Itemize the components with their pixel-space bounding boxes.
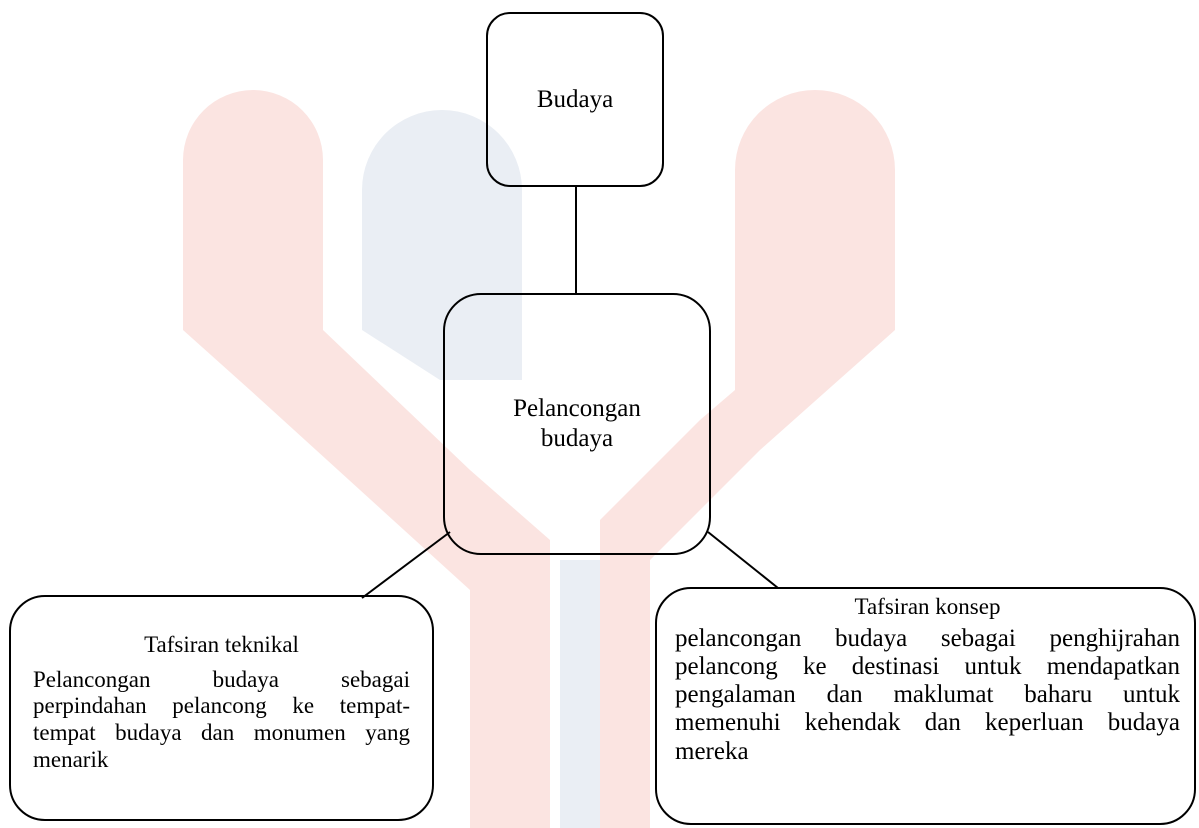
tafsiran-teknikal-heading: Tafsiran teknikal bbox=[144, 632, 299, 657]
connector-pelancongan-to-teknikal bbox=[361, 531, 451, 599]
tafsiran-konsep-heading: Tafsiran konsep bbox=[854, 594, 1001, 619]
budaya-label: Budaya bbox=[536, 85, 614, 113]
tafsiran-konsep-body: pelancongan budaya sebagai penghijrahan … bbox=[675, 624, 1180, 765]
tafsiran-teknikal-node: Tafsiran teknikal Pelancongan budaya seb… bbox=[9, 595, 434, 821]
pelancongan-budaya-node: Pelancongan budaya bbox=[443, 293, 711, 555]
tafsiran-konsep-node: Tafsiran konsep pelancongan budaya sebag… bbox=[655, 587, 1196, 825]
tafsiran-teknikal-body: Pelancongan budaya sebagai perpindahan p… bbox=[33, 666, 410, 772]
pelancongan-label-line1: Pelancongan bbox=[513, 394, 641, 422]
connector-pelancongan-to-konsep bbox=[707, 531, 779, 589]
pelancongan-label-line2: budaya bbox=[540, 425, 614, 452]
budaya-node: Budaya bbox=[486, 12, 664, 187]
